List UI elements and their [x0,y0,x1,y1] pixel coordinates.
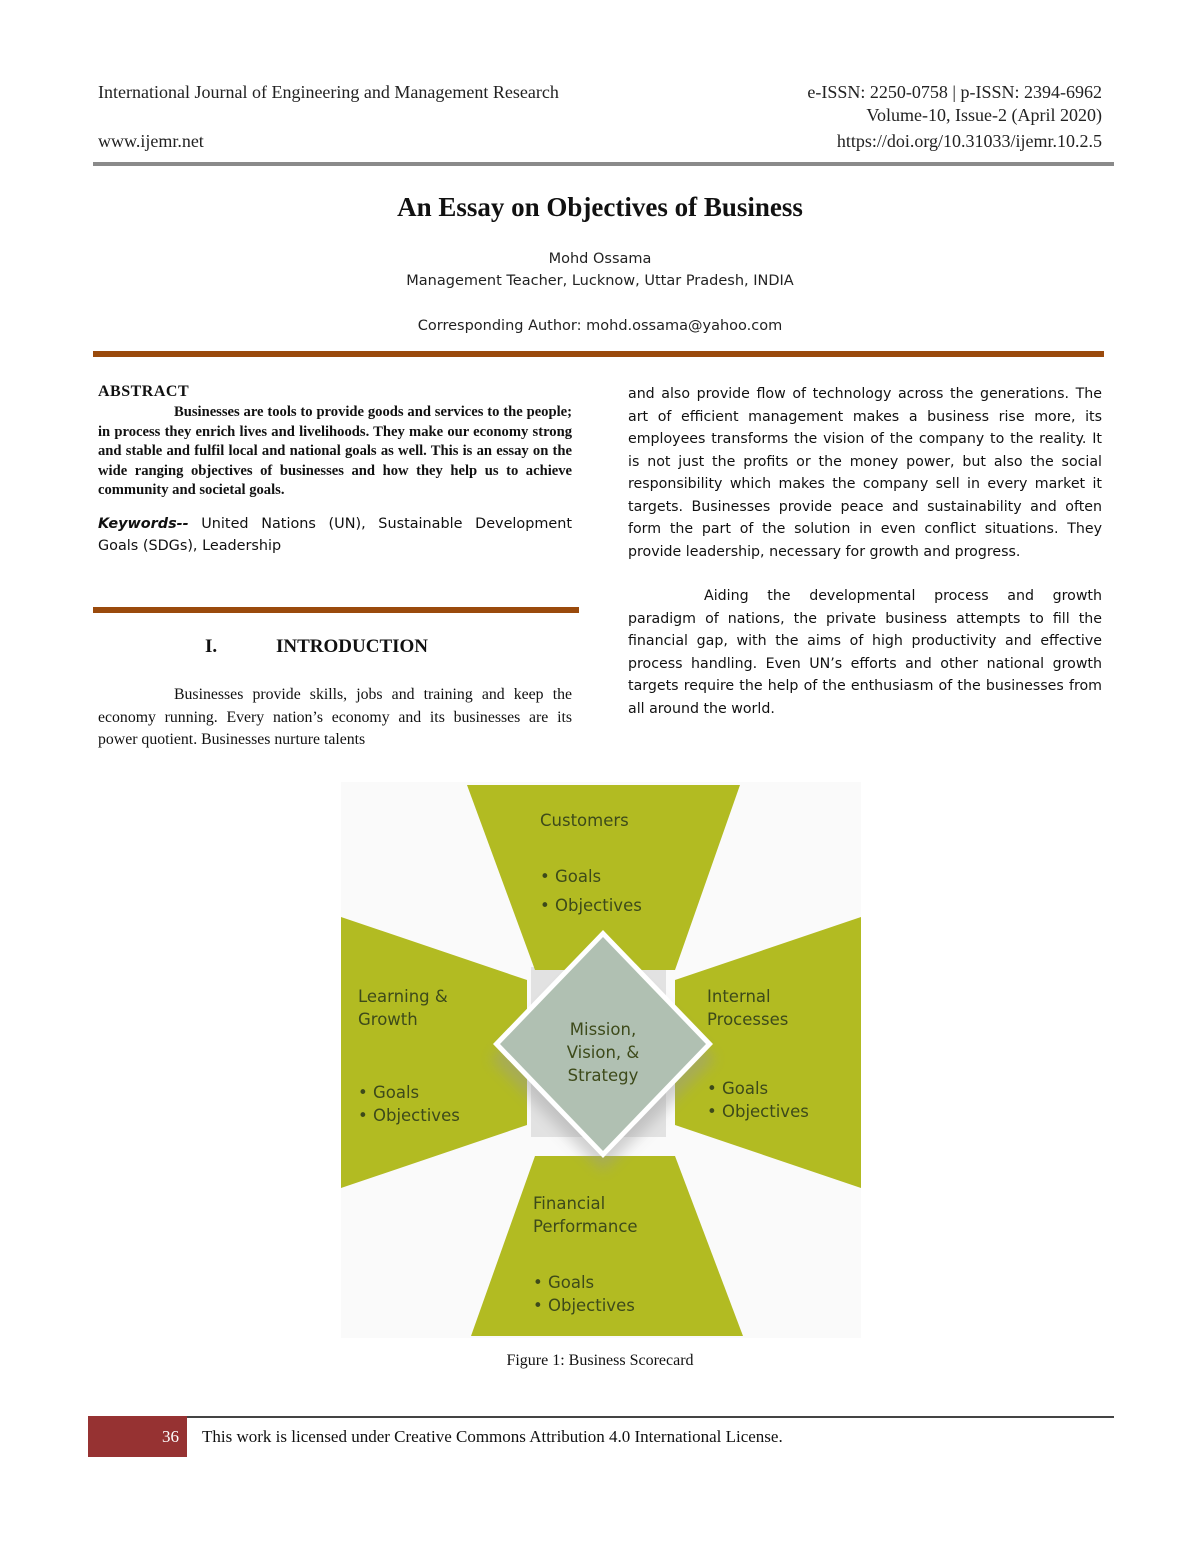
panel-left-title: Learning & Growth [358,985,448,1031]
center-label-line: Mission, [569,1020,637,1039]
panel-bottom-title-line: Performance [533,1217,638,1236]
diamond-center [500,937,706,1151]
author-affiliation: Management Teacher, Lucknow, Uttar Prade… [406,273,794,289]
figure-caption: Figure 1: Business Scorecard [506,1352,694,1369]
license-notice: This work is licensed under Creative Com… [202,1427,783,1446]
intro-paragraph-1-continued: and also provide flow of technology acro… [628,386,1102,560]
panel-top-bullet-goals: • Goals [540,867,602,886]
panel-right-internal [675,917,861,1188]
panel-left-title-line: Growth [358,1010,418,1029]
panel-left-title-line: Learning & [358,987,448,1006]
panel-bottom-title-line: Financial [533,1194,606,1213]
header-divider [93,162,1114,166]
corresponding-author: Corresponding Author: mohd.ossama@yahoo.… [417,318,783,334]
abstract-heading: ABSTRACT [98,383,190,400]
panel-right-bullet-goals: • Goals [707,1079,769,1098]
panel-bottom-financial [471,1156,743,1336]
panel-top-bullet-objectives: • Objectives [540,896,642,915]
panel-right-title-line: Internal [707,987,771,1006]
page-number: 36 [162,1427,179,1446]
doi-link[interactable]: https://doi.org/10.31033/ijemr.10.2.5 [836,131,1102,151]
business-scorecard-figure: Mission, Vision, & Strategy Customers • … [341,782,861,1338]
keywords: Keywords-- United Nations (UN), Sustaina… [98,513,572,558]
panel-bottom-title: Financial Performance [533,1192,638,1238]
panel-bottom-bullet-objectives: • Objectives [533,1296,635,1315]
volume-issue: Volume-10, Issue-2 (April 2020) [866,105,1102,125]
center-label: Mission, Vision, & Strategy [543,1018,663,1087]
abstract-section: ABSTRACT Businesses are tools to provide… [98,383,572,558]
panel-left-learning [341,917,527,1188]
title-divider [93,351,1104,357]
panel-bottom-bullet-goals: • Goals [533,1273,595,1292]
abstract-divider [93,607,579,613]
center-label-line: Vision, & [566,1043,640,1062]
journal-website-link[interactable]: www.ijemr.net [98,131,204,151]
intro-paragraph-2: Aiding the developmental process and gro… [628,588,1102,717]
panel-left-bullet-objectives: • Objectives [358,1106,460,1125]
center-label-line: Strategy [567,1066,639,1085]
panel-right-title-line: Processes [707,1010,789,1029]
section-number: I. [205,636,218,657]
scorecard-diagram [341,785,861,1336]
abstract-body: Businesses are tools to provide goods an… [98,404,572,498]
intro-paragraph-1: Businesses provide skills, jobs and trai… [98,686,572,748]
panel-top-customers [467,785,740,970]
paper-title: An Essay on Objectives of Business [397,192,803,222]
panel-right-bullet-objectives: • Objectives [707,1102,809,1121]
page-number-box [88,1416,187,1457]
keywords-label: Keywords-- [98,515,189,532]
author-name: Mohd Ossama [548,251,652,267]
panel-top-title: Customers [540,811,629,830]
section-heading: INTRODUCTION [276,636,429,657]
keywords-list: United Nations (UN), Sustainable Develop… [98,515,572,555]
panel-left-bullet-goals: • Goals [358,1083,420,1102]
panel-right-title: Internal Processes [707,985,788,1031]
journal-name: International Journal of Engineering and… [98,82,559,102]
issn: e-ISSN: 2250-0758 | p-ISSN: 2394-6962 [807,82,1102,102]
footer-divider [187,1416,1114,1418]
